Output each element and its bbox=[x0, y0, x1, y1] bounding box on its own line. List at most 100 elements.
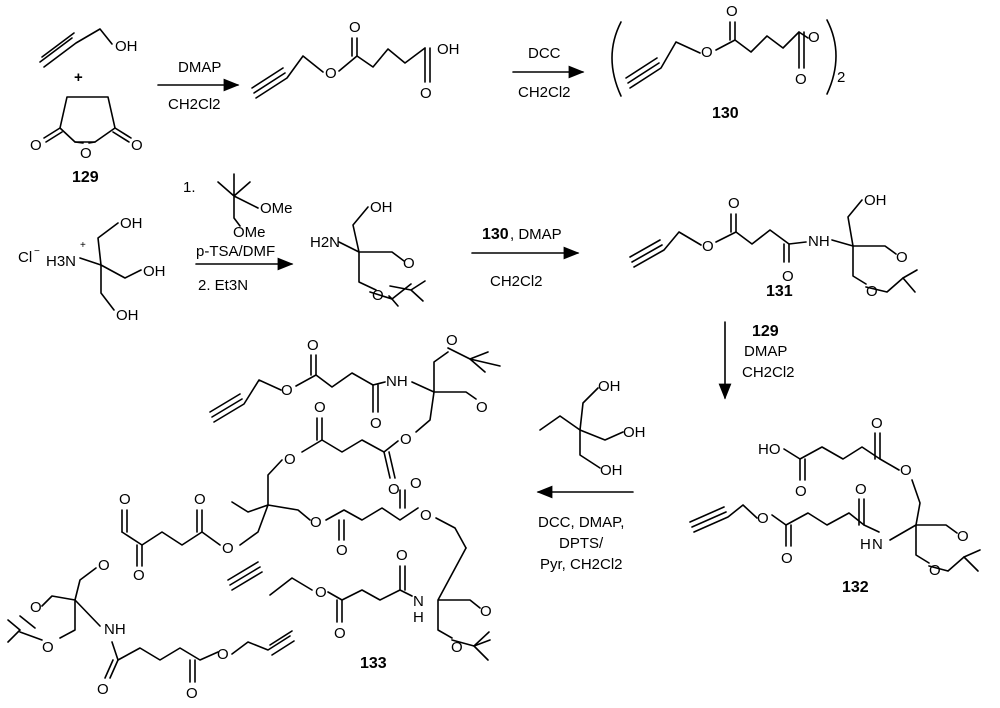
atom-label: O bbox=[957, 528, 969, 545]
dimer-subscript: 2 bbox=[837, 69, 845, 86]
atom-label: O bbox=[701, 44, 713, 61]
atom-label: O bbox=[410, 475, 422, 492]
atom-label: O bbox=[420, 507, 432, 524]
reagent-text: Pyr, CH2Cl2 bbox=[540, 556, 623, 573]
compound-ref-129: 129 bbox=[752, 323, 779, 340]
atom-label: O bbox=[133, 567, 145, 584]
reaction-arrow-4: 130 , DMAP CH2Cl2 bbox=[471, 226, 580, 290]
atom-label: H3N bbox=[46, 253, 76, 270]
compound-132: HO O O O O O O N H O O 132 bbox=[689, 415, 981, 596]
plus-sign: + bbox=[74, 69, 83, 86]
atom-label: O bbox=[194, 491, 206, 508]
atom-label: OH bbox=[437, 41, 460, 58]
atom-label: N bbox=[413, 593, 424, 610]
atom-label: O bbox=[781, 550, 793, 567]
reagent-text: CH2Cl2 bbox=[518, 84, 571, 101]
tris-hydrochloride: Cl − H3N + OH OH OH bbox=[18, 215, 166, 324]
atom-label: OH bbox=[120, 215, 143, 232]
atom-label: OMe bbox=[260, 200, 293, 217]
reagent-text: p-TSA/DMF bbox=[196, 243, 275, 260]
atom-label: O bbox=[42, 639, 54, 656]
atom-label: O bbox=[284, 451, 296, 468]
compound-label-133: 133 bbox=[360, 655, 387, 672]
reagent-text: CH2Cl2 bbox=[490, 273, 543, 290]
atom-label: O bbox=[314, 399, 326, 416]
atom-label: O bbox=[281, 382, 293, 399]
atom-label: H bbox=[860, 536, 871, 553]
reaction-arrow-2: DCC CH2Cl2 bbox=[512, 45, 585, 101]
atom-label: O bbox=[702, 238, 714, 255]
charge-label: − bbox=[34, 246, 40, 257]
atom-label: O bbox=[403, 255, 415, 272]
atom-label: O bbox=[866, 283, 878, 300]
reagent-text: DCC, DMAP, bbox=[538, 514, 624, 531]
reagent-text: DCC bbox=[528, 45, 561, 62]
atom-label: O bbox=[795, 71, 807, 88]
atom-label: O bbox=[186, 685, 198, 702]
atom-label: O bbox=[446, 332, 458, 349]
atom-label: O bbox=[476, 399, 488, 416]
reagent-text: DMAP bbox=[178, 59, 221, 76]
atom-label: O bbox=[349, 19, 361, 36]
succinic-anhydride-129: O O O 129 bbox=[30, 96, 143, 186]
atom-label: OH bbox=[143, 263, 166, 280]
atom-label: OH bbox=[370, 199, 393, 216]
atom-label: O bbox=[400, 431, 412, 448]
atom-label: O bbox=[420, 85, 432, 102]
reagent-text: DPTS/ bbox=[559, 535, 604, 552]
atom-label: O bbox=[131, 137, 143, 154]
propargyl-alcohol: OH bbox=[39, 28, 138, 68]
atom-label: O bbox=[896, 249, 908, 266]
atom-label: O bbox=[757, 510, 769, 527]
atom-label: O bbox=[217, 646, 229, 663]
atom-label: O bbox=[396, 547, 408, 564]
atom-label: O bbox=[370, 415, 382, 432]
reagent-text: 2. Et3N bbox=[198, 277, 248, 294]
reagent-text: DMAP bbox=[744, 343, 787, 360]
charge-label: + bbox=[80, 240, 86, 251]
atom-label: O bbox=[334, 625, 346, 642]
reagent-text: CH2Cl2 bbox=[742, 364, 795, 381]
atom-label: HO bbox=[758, 441, 781, 458]
atom-label: O bbox=[808, 29, 820, 46]
amino-dioxane: H2N OH O O bbox=[310, 199, 426, 307]
atom-label: OH bbox=[116, 307, 139, 324]
compound-131: O O O NH OH O O 131 bbox=[629, 192, 918, 300]
atom-label: NH bbox=[808, 233, 830, 250]
atom-label: OH bbox=[623, 424, 646, 441]
atom-label: OH bbox=[600, 462, 623, 479]
atom-label: Cl bbox=[18, 249, 32, 266]
atom-label: O bbox=[30, 599, 42, 616]
propargyl-hemisuccinate: O O O OH bbox=[251, 19, 460, 102]
atom-label: OH bbox=[598, 378, 621, 395]
atom-label: O bbox=[325, 65, 337, 82]
atom-label: OH bbox=[864, 192, 887, 209]
reaction-arrow-5: 129 DMAP CH2Cl2 bbox=[718, 321, 795, 400]
atom-label: O bbox=[388, 481, 400, 498]
atom-label: O bbox=[97, 681, 109, 698]
atom-label: O bbox=[98, 557, 110, 574]
atom-label: H bbox=[413, 609, 424, 626]
compound-label-131: 131 bbox=[766, 283, 793, 300]
reaction-arrow-3: 1. OMe OMe p-TSA/DMF 2. Et3N bbox=[183, 173, 294, 294]
reagent-text: CH2Cl2 bbox=[168, 96, 221, 113]
atom-label: OH bbox=[115, 38, 138, 55]
atom-label: O bbox=[315, 584, 327, 601]
atom-label: NH bbox=[386, 373, 408, 390]
atom-label: H2N bbox=[310, 234, 340, 251]
compound-label-130: 130 bbox=[712, 105, 739, 122]
atom-label: O bbox=[728, 195, 740, 212]
reaction-arrow-6: OH OH OH DCC, DMAP, DPTS/ Pyr, CH2Cl2 bbox=[536, 378, 646, 573]
atom-label: O bbox=[310, 514, 322, 531]
reagent-text: , DMAP bbox=[510, 226, 562, 243]
atom-label: NH bbox=[104, 621, 126, 638]
anhydride-130: O O O O 2 130 bbox=[611, 3, 845, 122]
atom-label: O bbox=[336, 542, 348, 559]
compound-ref-130: 130 bbox=[482, 226, 509, 243]
atom-label: O bbox=[451, 639, 463, 656]
atom-label: OMe bbox=[233, 224, 266, 241]
atom-label: O bbox=[929, 562, 941, 579]
atom-label: O bbox=[480, 603, 492, 620]
